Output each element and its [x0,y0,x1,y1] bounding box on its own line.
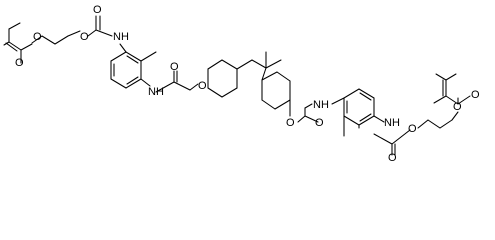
atom-label: O [93,4,102,16]
left-aromatic-ring [110,51,157,89]
structure-diagram: O O O O NH NH O O NH O O NH O O O O [3,4,480,164]
atom-label: O [471,89,480,101]
right-methacrylate-group [433,73,471,105]
atom-label: O [286,117,295,129]
atom-label: O [453,101,462,113]
left-lower-carbamate [155,70,199,93]
atom-label: O [80,31,89,43]
molecule-drawing: O O O O NH NH O O NH O O NH O O O O [3,4,480,164]
atom-label: NH [148,86,164,98]
atom-label: O [15,57,24,69]
left-upper-carbamate [87,15,127,53]
atom-label: O [33,31,42,43]
atom-label: NH [313,99,329,111]
atom-label: O [315,117,324,129]
right-lower-carbamate [373,129,411,156]
atom-label: O [170,61,179,73]
right-cyclohexane [261,71,291,117]
right-upper-carbamate [297,97,345,123]
isopropylidene-bridge [251,51,282,81]
left-cyclohexane [207,59,253,98]
atom-label: NH [384,117,400,129]
atom-labels: O O O O NH NH O O NH O O NH O O O O [15,4,480,164]
left-methacrylate-group [3,22,43,64]
atom-label: O [408,123,417,135]
atom-label: O [198,80,207,92]
left-glycol-linker [41,30,81,45]
right-glycol-linker [417,111,459,129]
atom-label: NH [113,31,129,43]
right-aromatic-ring [343,88,385,137]
atom-label: O [388,152,397,164]
